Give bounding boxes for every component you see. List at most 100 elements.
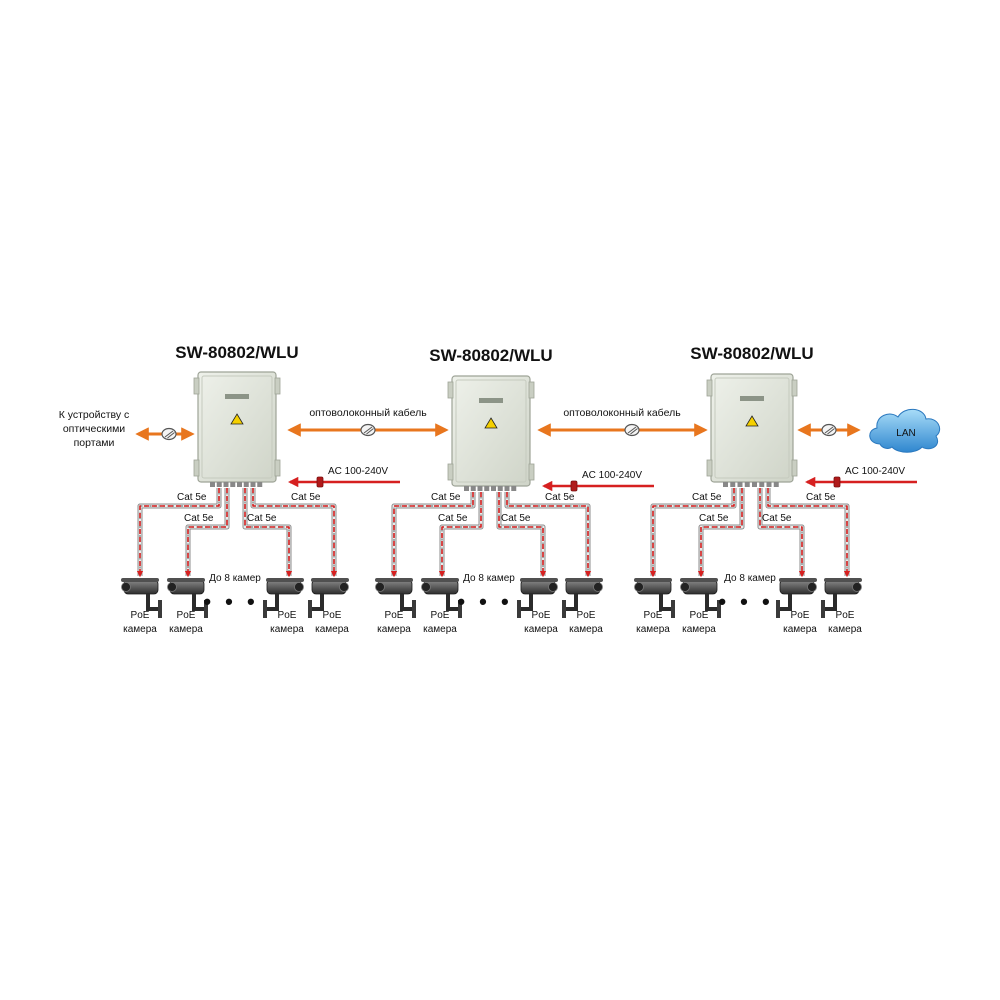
cat5e-cable-3-poe-line xyxy=(498,492,547,578)
switch-title: SW-80802/WLU xyxy=(429,346,552,365)
bottom-gland xyxy=(504,486,510,491)
cable-label: Cat 5e xyxy=(692,492,722,503)
camera-label: PoE xyxy=(177,610,196,621)
camera-label: камера xyxy=(423,624,457,635)
camera-lens xyxy=(852,582,862,592)
camera-mount xyxy=(821,600,825,618)
camera-mount xyxy=(517,600,521,618)
cable-label: Cat 5e xyxy=(438,513,468,524)
enclosure-hinge xyxy=(193,459,200,477)
camera-sunshield xyxy=(121,578,159,582)
bottom-gland xyxy=(752,482,757,487)
enclosure-latch xyxy=(274,459,281,477)
power-plug-icon xyxy=(833,476,841,488)
brand-plate xyxy=(479,398,503,403)
camera-arm xyxy=(659,594,663,610)
camera-label: PoE xyxy=(431,610,450,621)
poe-camera-icon xyxy=(375,578,416,618)
camera-label: PoE xyxy=(577,610,596,621)
enclosure-hinge xyxy=(706,459,713,477)
camera-label: камера xyxy=(569,624,603,635)
camera-mount xyxy=(263,600,267,618)
cable-gland-icon xyxy=(360,423,376,437)
cat5e-cable-4-core xyxy=(505,492,590,576)
bottom-gland xyxy=(491,486,496,491)
camera-sunshield xyxy=(167,578,205,582)
camera-arm xyxy=(146,607,160,611)
camera-arm xyxy=(192,607,206,611)
enclosure-hinge xyxy=(447,381,454,399)
camera-sunshield xyxy=(824,578,862,582)
enclosure-latch xyxy=(274,377,281,395)
power-plug-icon xyxy=(316,476,324,488)
gland-stripe xyxy=(164,430,174,438)
bottom-gland xyxy=(511,486,517,491)
camera-sunshield xyxy=(779,578,817,582)
cable-label: Cat 5e xyxy=(291,492,321,503)
camera-arm xyxy=(265,607,279,611)
camera-arm xyxy=(192,594,196,610)
camera-sunshield xyxy=(266,578,304,582)
cable-gland-icon xyxy=(821,423,837,437)
cat5e-cable-4-poe-line xyxy=(506,492,592,578)
gland-stripe xyxy=(627,426,637,434)
camera-label: PoE xyxy=(385,610,404,621)
enclosure-latch xyxy=(528,381,535,399)
cat5e-cable-4-poe-line xyxy=(252,488,338,578)
bottom-gland xyxy=(773,482,779,487)
camera-label: PoE xyxy=(323,610,342,621)
ellipsis: • • • xyxy=(203,589,258,614)
enclosure-lid xyxy=(455,379,527,483)
camera-label: PoE xyxy=(644,610,663,621)
poe-camera-icon xyxy=(167,578,208,618)
camera-lens xyxy=(167,582,177,592)
power-plug-icon xyxy=(570,480,578,492)
gland-stripe xyxy=(630,428,638,435)
camera-lens xyxy=(548,582,558,592)
cat5e-cable-1-poe-line xyxy=(136,488,220,578)
camera-arm xyxy=(446,607,460,611)
cat5e-cable-3-poe-line xyxy=(244,488,293,578)
camera-lens xyxy=(294,582,304,592)
enclosure-latch xyxy=(791,459,798,477)
cat5e-cable-2-braid xyxy=(441,492,482,576)
camera-label: PoE xyxy=(532,610,551,621)
enclosure-body xyxy=(197,371,277,483)
camera-count-label: До 8 камер xyxy=(209,573,261,584)
camera-lens xyxy=(593,582,603,592)
enclosure-lid xyxy=(714,377,790,479)
poe-camera-icon xyxy=(308,578,349,618)
cat5e-cable-4-braid xyxy=(506,492,589,576)
bottom-gland xyxy=(216,482,222,487)
cable-label: Cat 5e xyxy=(247,513,277,524)
camera-sunshield xyxy=(311,578,349,582)
camera-sunshield xyxy=(680,578,718,582)
camera-lens xyxy=(421,582,431,592)
camera-arm xyxy=(574,594,578,610)
cable-gland-icon xyxy=(624,423,640,437)
enclosure-hinge xyxy=(447,463,454,481)
bottom-gland xyxy=(730,482,736,487)
camera-label: камера xyxy=(682,624,716,635)
camera-mount xyxy=(671,600,675,618)
cat5e-cable-2-poe-line xyxy=(697,488,743,578)
camera-lens xyxy=(339,582,349,592)
camera-mount xyxy=(204,600,208,618)
cable-label: Cat 5e xyxy=(806,492,836,503)
bottom-gland xyxy=(223,482,229,487)
gland-stripe xyxy=(824,426,834,434)
bottom-gland xyxy=(257,482,263,487)
bottom-gland xyxy=(470,486,476,491)
bottom-gland xyxy=(723,482,728,487)
poe-camera-icon xyxy=(821,578,862,618)
fiber-label: оптоволоконный кабель xyxy=(309,407,427,419)
bottom-gland xyxy=(497,486,503,491)
camera-label: камера xyxy=(270,624,304,635)
fiber-label: оптоволоконный кабель xyxy=(563,407,681,419)
camera-arm xyxy=(519,607,533,611)
enclosure-hinge xyxy=(193,377,200,395)
bottom-gland xyxy=(744,482,750,487)
camera-sunshield xyxy=(634,578,672,582)
bottom-gland xyxy=(759,482,765,487)
